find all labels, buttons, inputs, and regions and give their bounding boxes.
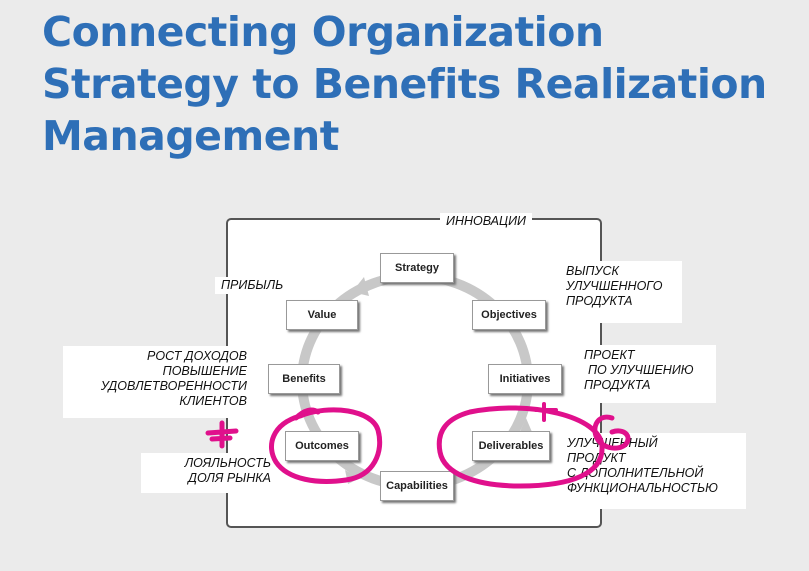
title-line: Connecting Organization xyxy=(42,8,604,56)
release-note: ВЫПУСК УЛУЧШЕННОГО ПРОДУКТА xyxy=(560,261,682,323)
benefits-node: Benefits xyxy=(268,364,340,394)
income-note: РОСТ ДОХОДОВ ПОВЫШЕНИЕ УДОВЛЕТВОРЕННОСТИ… xyxy=(63,346,253,418)
slide-title: Connecting Organization Strategy to Bene… xyxy=(42,6,802,162)
outcomes-node: Outcomes xyxy=(285,431,359,461)
capabilities-node: Capabilities xyxy=(380,471,454,501)
innovation-note: ИННОВАЦИИ xyxy=(440,213,532,230)
title-line: Strategy to Benefits Realization xyxy=(42,60,767,108)
objectives-node: Objectives xyxy=(472,300,546,330)
value-node: Value xyxy=(286,300,358,330)
strategy-node: Strategy xyxy=(380,253,454,283)
initiatives-node: Initiatives xyxy=(488,364,562,394)
title-line: Management xyxy=(42,112,339,160)
deliverables-node: Deliverables xyxy=(472,431,550,461)
improved-note: УЛУЧШЕННЫЙ ПРОДУКТ С ДОПОЛНИТЕЛЬНОЙ ФУНК… xyxy=(561,433,746,509)
loyalty-note: ЛОЯЛЬНОСТЬ ДОЛЯ РЫНКА xyxy=(141,453,277,493)
project-note: ПРОЕКТ ПО УЛУЧШЕНИЮ ПРОДУКТА xyxy=(578,345,716,403)
cycle-arrowhead xyxy=(470,285,487,300)
profit-note: ПРИБЫЛЬ xyxy=(215,277,290,294)
cycle-arrowhead xyxy=(352,277,369,296)
